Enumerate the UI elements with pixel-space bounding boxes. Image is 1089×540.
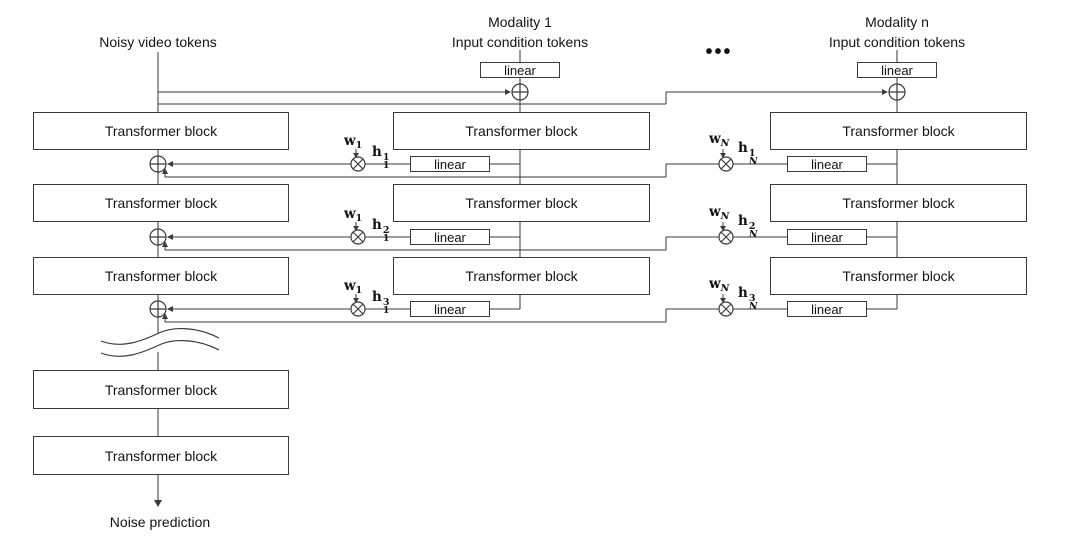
weight-arrow-stems (355, 149, 724, 298)
arrowhead (167, 161, 173, 167)
plus-icon (511, 83, 529, 101)
arrowhead (353, 298, 359, 303)
transformer-block-modn-3: Transformer block (770, 257, 1027, 295)
times-icon (350, 229, 366, 245)
transformer-block-modn-1: Transformer block (770, 112, 1027, 150)
w1-weight-label-row3: w1 (344, 278, 363, 296)
modality-n-title: Modality n (865, 14, 929, 30)
noise-prediction-label: Noise prediction (109, 514, 211, 530)
ellipsis-dots: ••• (705, 41, 733, 63)
arrowhead (167, 234, 173, 240)
arrowhead (720, 298, 726, 303)
times-icon (350, 301, 366, 317)
linear-box-modality1-input: linear (480, 62, 560, 78)
arrowhead (720, 226, 726, 231)
arrowhead (505, 89, 511, 95)
plus-icon (149, 155, 167, 173)
arrowhead (720, 153, 726, 158)
squiggle-upper (100, 327, 220, 345)
arrowhead (882, 89, 888, 95)
transformer-block-mod1-3: Transformer block (393, 257, 650, 295)
mid-return-lines (172, 163, 410, 310)
modality-n-subtitle: Input condition tokens (828, 34, 966, 50)
times-icon (718, 229, 734, 245)
transformer-block-video-5: Transformer block (33, 436, 289, 475)
transformer-block-video-3: Transformer block (33, 257, 289, 295)
squiggle-lower (100, 339, 220, 357)
linear-box-modalityn-input: linear (857, 62, 937, 78)
plus-icon (888, 83, 906, 101)
plus-icon (149, 228, 167, 246)
linear-box-mod1-row1: linear (410, 156, 490, 172)
plus-icon (149, 300, 167, 318)
mid-linear-elbows (490, 163, 520, 310)
arrowhead (353, 153, 359, 158)
break-squiggle (100, 327, 220, 357)
transformer-block-video-1: Transformer block (33, 112, 289, 150)
wn-weight-label-row1: wN (709, 131, 730, 149)
transformer-block-video-4: Transformer block (33, 370, 289, 409)
times-icon (718, 156, 734, 172)
times-icon (718, 301, 734, 317)
linear-box-modn-row2: linear (787, 229, 867, 245)
modality-1-subtitle: Input condition tokens (451, 34, 589, 50)
arrowhead (162, 313, 168, 319)
noisy-video-tokens-label: Noisy video tokens (99, 34, 217, 50)
arrowhead (162, 168, 168, 174)
w1-weight-label-row1: w1 (344, 133, 363, 151)
transformer-block-video-2: Transformer block (33, 184, 289, 222)
w1-weight-label-row2: w1 (344, 206, 363, 224)
product-icons (350, 156, 734, 317)
linear-box-modn-row3: linear (787, 301, 867, 317)
arrowhead (353, 226, 359, 231)
transformer-block-mod1-2: Transformer block (393, 184, 650, 222)
feed-line-modalityn (158, 91, 882, 105)
sum-icons (149, 83, 906, 318)
arrowhead (167, 306, 173, 312)
arrowhead (162, 241, 168, 247)
modality-1-title: Modality 1 (488, 14, 552, 30)
transformer-block-mod1-1: Transformer block (393, 112, 650, 150)
wn-weight-label-row3: wN (709, 276, 730, 294)
arrowhead (154, 500, 162, 507)
wn-weight-label-row2: wN (709, 204, 730, 222)
linear-box-mod1-row2: linear (410, 229, 490, 245)
right-linear-elbows (867, 163, 897, 310)
linear-box-mod1-row3: linear (410, 301, 490, 317)
linear-box-modn-row1: linear (787, 156, 867, 172)
times-icon (350, 156, 366, 172)
transformer-block-modn-2: Transformer block (770, 184, 1027, 222)
connector-lines (157, 50, 898, 500)
arrowheads (154, 89, 888, 507)
